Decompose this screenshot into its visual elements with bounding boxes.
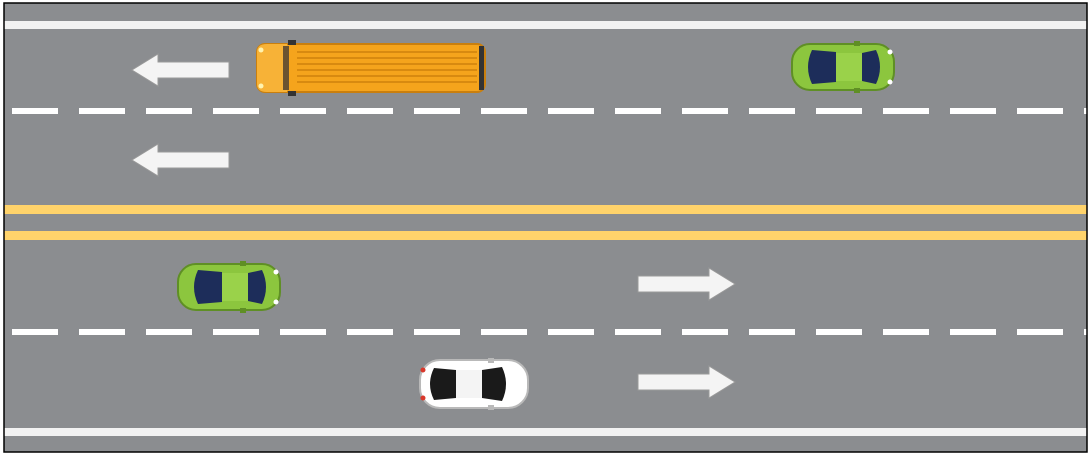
white-car [420,358,528,410]
lane-divider-top-dash-4 [213,108,259,114]
lane-divider-top-dash-12 [749,108,795,114]
lane-divider-top-dash-1 [12,108,58,114]
lane-divider-bottom-dash-9 [548,329,594,335]
lane-divider-bottom-dash-13 [816,329,862,335]
lane-divider-bottom-dash-15 [950,329,996,335]
lane-divider-bottom-dash-10 [615,329,661,335]
top-edge-line [4,21,1087,29]
lane-divider-top-dash-14 [883,108,929,114]
lane-divider-bottom-dash-5 [280,329,326,335]
lane-divider-top-dash-8 [481,108,527,114]
school-bus [257,40,485,96]
lane-divider-top [12,108,1087,114]
lane-divider-bottom-dash-2 [79,329,125,335]
lane-divider-top-dash-7 [414,108,460,114]
center-line-upper [4,205,1087,214]
lane-divider-bottom-dash-11 [682,329,728,335]
lane-divider-top-dash-9 [548,108,594,114]
lane-divider-bottom-dash-1 [12,329,58,335]
lane-divider-bottom [12,329,1087,335]
lane-divider-top-dash-10 [615,108,661,114]
lane-divider-bottom-dash-4 [213,329,259,335]
lane-divider-top-dash-6 [347,108,393,114]
lane-divider-bottom-dash-6 [347,329,393,335]
bottom-edge-line [4,428,1087,436]
center-line-lower [4,231,1087,240]
lane-divider-bottom-dash-8 [481,329,527,335]
green-car-top-lane [792,41,894,93]
lane-divider-bottom-dash-3 [146,329,192,335]
lane-divider-bottom-dash-14 [883,329,929,335]
lane-divider-top-dash-2 [79,108,125,114]
lane-divider-top-dash-16 [1017,108,1063,114]
lane-divider-bottom-dash-16 [1017,329,1063,335]
green-car-bottom-lane [178,261,280,313]
lane-divider-bottom-dash-12 [749,329,795,335]
lane-divider-top-dash-13 [816,108,862,114]
lane-divider-top-dash-11 [682,108,728,114]
lane-divider-top-dash-5 [280,108,326,114]
lane-divider-bottom-dash-7 [414,329,460,335]
lane-divider-top-dash-3 [146,108,192,114]
lane-divider-top-dash-15 [950,108,996,114]
